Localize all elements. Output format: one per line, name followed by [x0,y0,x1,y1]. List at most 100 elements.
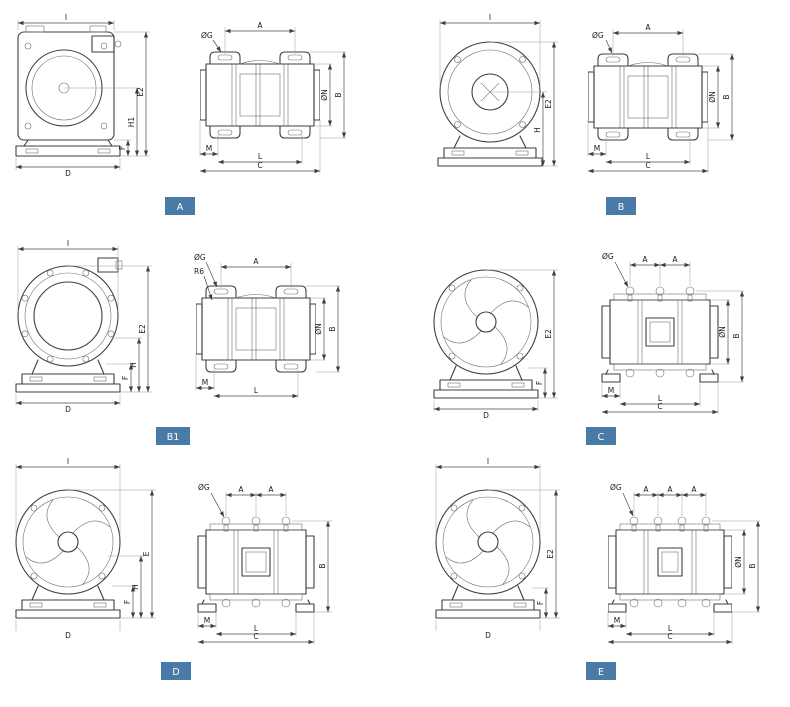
dim-label-i: I [67,239,69,248]
dim-label-a2: A [667,485,673,494]
dim-label-b: B [748,563,757,568]
badge-e: E [586,662,616,680]
panel-c: E2 F D ØG A A ØN B M L C C [433,252,745,445]
dim-label-h: H [533,127,542,133]
dim-label-l: L [646,152,651,161]
badge-e-label: E [598,667,604,678]
dim-label-m: M [204,616,210,625]
dim-label-l: L [258,152,263,161]
dim-label-on: ØN [314,323,323,335]
dim-label-og: ØG [198,483,210,492]
badge-a-label: A [177,202,184,213]
dim-label-e: E [142,551,151,556]
dim-label-d: D [65,169,71,178]
dim-label-i: I [67,457,69,466]
dim-label-a1: A [238,485,244,494]
end-view-c [434,270,538,398]
badge-d-bg [161,662,191,680]
dim-label-b: B [328,326,337,331]
dim-label-og: ØG [201,31,213,40]
dim-label-m: M [594,144,600,153]
dim-label-a1: A [642,255,648,264]
dim-label-e2: E2 [544,99,553,109]
dim-label-b: B [732,333,741,338]
badge-b: B [606,197,636,215]
dim-label-m: M [608,386,614,395]
end-view-a [15,25,122,157]
dim-label-b: B [334,92,343,97]
dimensions-b: I E2 H ØG A ØN B M L C [439,13,735,174]
dim-label-d: D [65,405,71,414]
dim-label-r6: R6 [194,267,204,276]
dim-label-e2: E2 [136,87,145,97]
dim-label-c: C [645,161,650,170]
dim-label-b: B [722,94,731,99]
dim-label-i: I [489,13,491,22]
dim-label-d: D [65,631,71,640]
dim-label-og: ØG [194,253,206,262]
dimensions-a: I D E2 H1 F ØG A ØN B M L C [15,13,347,178]
side-view-b1 [196,285,316,373]
dim-label-l: L [668,624,673,633]
dim-label-h: H [129,362,138,368]
dim-label-og: ØG [610,483,622,492]
dim-label-c: C [257,161,262,170]
panel-d: I E H F D ØG A A B M L C D [16,457,332,680]
dimensions-d: I E H F D ØG A A B M L C [15,457,332,645]
side-view-d [197,516,315,613]
dim-label-a2: A [268,485,274,494]
end-view-b1 [15,257,123,393]
badge-b1-bg [156,427,190,445]
dimensions-c: E2 F D ØG A A ØN B M L C [433,252,745,420]
dim-label-h1: H1 [127,117,136,128]
dim-label-l: L [658,394,663,403]
dim-label-a1: A [643,485,649,494]
badge-b1: B1 [156,427,190,445]
badge-c-label: C [598,432,605,443]
badge-b-bg [606,197,636,215]
dim-label-e2: E2 [544,329,553,339]
dim-label-c: C [253,632,258,641]
badge-b1-label: B1 [167,432,180,443]
dim-label-a: A [257,21,263,30]
badge-b-label: B [618,202,625,213]
badge-c-bg [586,427,616,445]
panel-b: I E2 H ØG A ØN B M L C B [437,13,735,215]
panel-b1: I D E2 H F ØG R6 A ØN B M L B1 [15,239,341,445]
dim-label-f: F [118,146,127,150]
dim-label-a: A [253,257,259,266]
badge-a: A [165,197,195,215]
dimensions-e: I E2 F D ØG A A A ØN B M L C [435,457,761,645]
panel-a: I D E2 H1 F ØG A ØN B M L C A [15,13,347,215]
dim-label-f: F [535,381,544,385]
dim-label-m: M [614,616,620,625]
dim-label-d: D [483,411,489,420]
dim-label-d: D [485,631,491,640]
badge-e-bg [586,662,616,680]
dim-label-a3: A [691,485,697,494]
dim-label-on: ØN [734,556,743,568]
panel-e: I E2 F D ØG A A A ØN B M L C E [435,457,761,680]
dim-label-m: M [202,378,208,387]
dimensions-b1: I D E2 H F ØG R6 A ØN B M L [15,239,341,414]
badge-a-bg [165,197,195,215]
dim-label-e2: E2 [138,324,147,334]
dim-label-h: H [131,584,140,590]
dim-label-l: L [254,386,259,395]
side-view-e [608,516,732,613]
dim-label-og: ØG [602,252,614,261]
dim-label-f: F [123,600,132,604]
side-view-b [588,53,708,141]
badge-d: D [161,662,191,680]
side-view-c [601,286,719,383]
dim-label-l: L [254,624,259,633]
dim-label-a2: A [672,255,678,264]
dim-label-b: B [318,563,327,568]
dim-label-i: I [487,457,489,466]
dim-label-c: C [657,402,662,411]
badge-d-label: D [172,667,179,678]
dim-label-m: M [206,144,212,153]
end-view-d [16,490,120,618]
